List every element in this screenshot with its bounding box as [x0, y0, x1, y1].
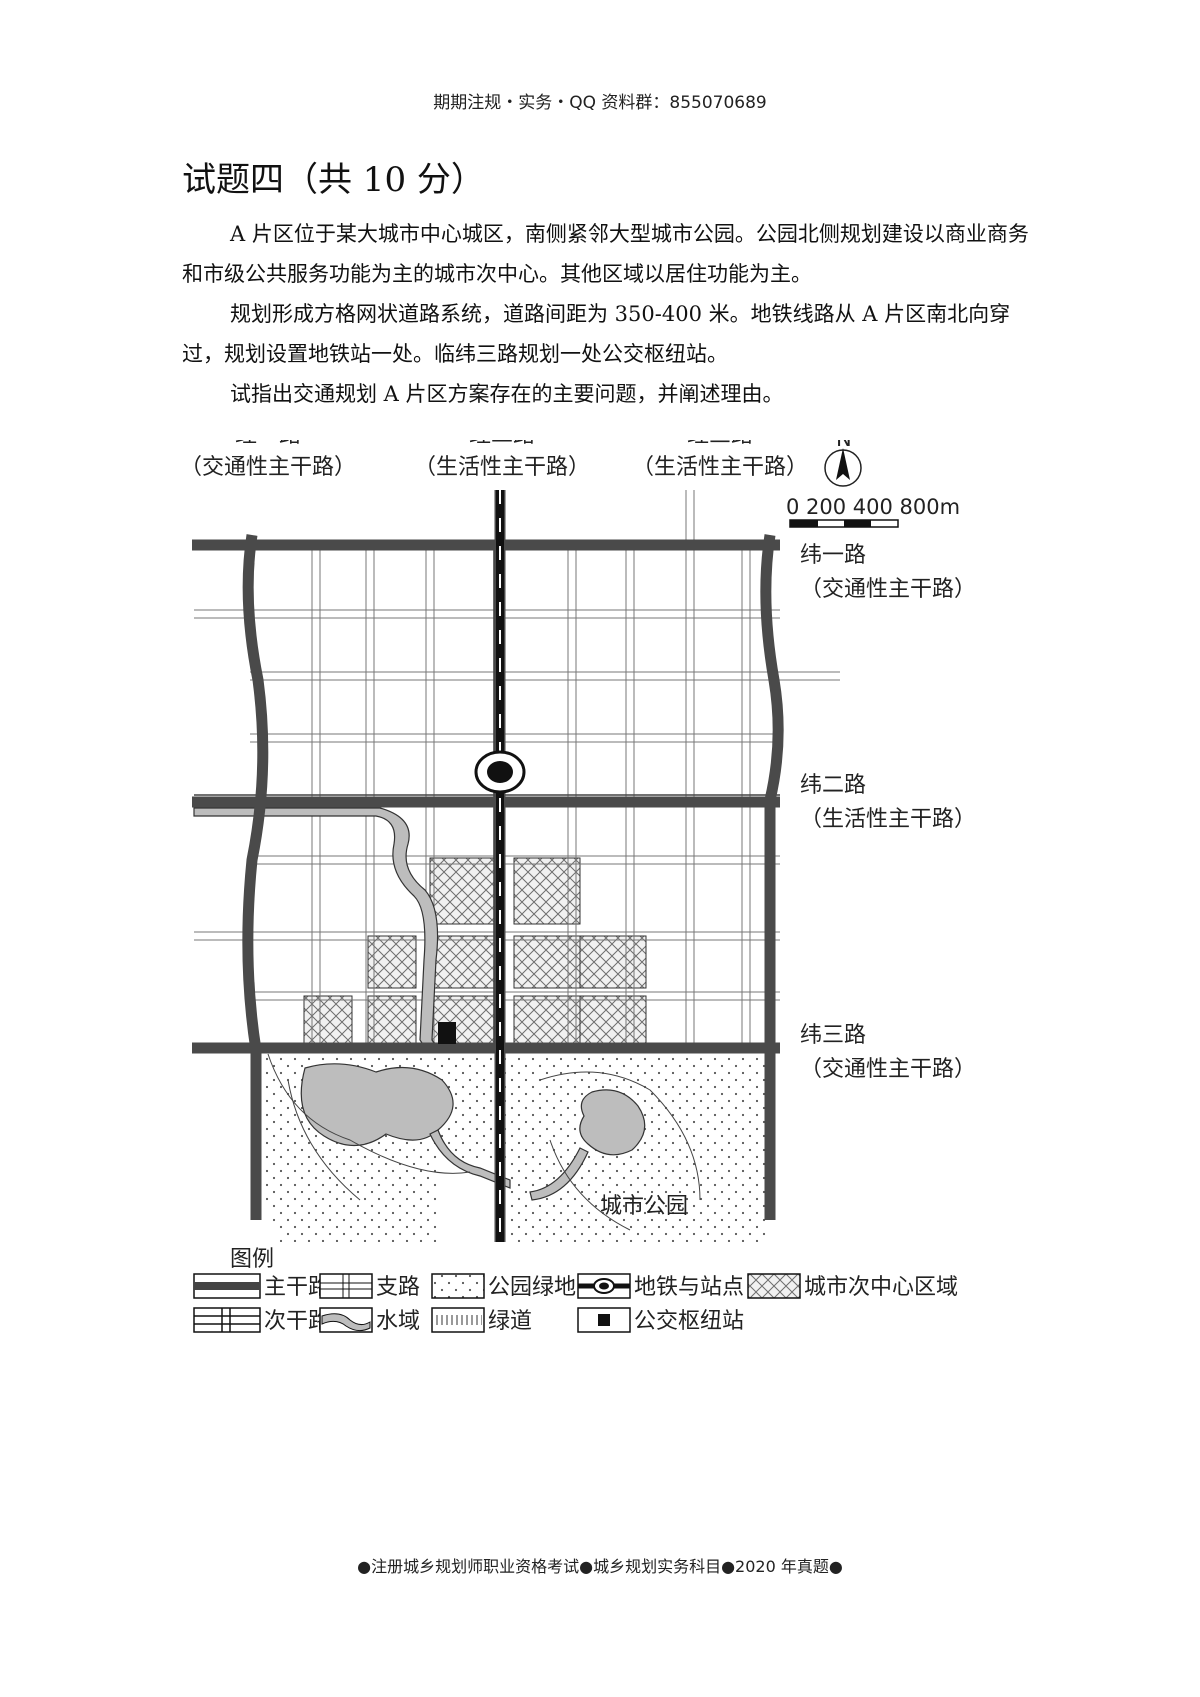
question-title: 试题四（共 10 分） [182, 160, 485, 200]
question-paragraph-2: 规划形成方格网状道路系统，道路间距为 350-400 米。地铁线路从 A 片区南… [182, 302, 1011, 366]
question-paragraph-1: A 片区位于某大城市中心城区，南侧紧邻大型城市公园。公园北侧规划建设以商业商务和… [182, 222, 1029, 286]
legend: 主干路 支路 公园绿地 地铁与站点 城市次中心区域 次干路 水域 绿道 公交枢纽… [193, 1273, 958, 1334]
park-label: 城市公园 [600, 1194, 688, 1219]
north-label: N [836, 440, 852, 451]
legend-subway: 地铁与站点 [634, 1275, 744, 1300]
legend-secondary-center: 城市次中心区域 [804, 1275, 958, 1300]
page-footer: ●注册城乡规划师职业资格考试●城乡规划实务科目●2020 年真题● [357, 1557, 843, 1576]
legend-secondary-road: 次干路 [264, 1309, 330, 1334]
legend-greenway: 绿道 [488, 1309, 532, 1334]
secondary-center-area [303, 857, 647, 1047]
road-label-jing3: 经三路 [687, 440, 753, 448]
legend-park: 公园绿地 [488, 1275, 576, 1300]
road-type-jing2: （生活性主干路） [414, 455, 590, 480]
road-type-jing1: （交通性主干路） [180, 455, 356, 480]
park-path [267, 1053, 701, 1231]
legend-bus-hub: 公交枢纽站 [634, 1309, 744, 1334]
legend-arterial: 主干路 [264, 1275, 330, 1300]
legend-water: 水域 [376, 1309, 420, 1334]
road-label-jing1: 经一路 [235, 440, 301, 448]
road-type-wei1: （交通性主干路） [800, 577, 976, 602]
road-label-jing2: 经二路 [469, 440, 535, 448]
legend-branch: 支路 [376, 1275, 420, 1300]
scale-label: 0 200 400 800m [786, 495, 960, 519]
legend-title: 图例 [230, 1247, 274, 1272]
bus-hub-station [438, 1022, 456, 1044]
planning-map: 经一路 （交通性主干路） 经二路 （生活性主干路） 经三路 （生活性主干路） 纬… [180, 440, 976, 1334]
north-arrow-icon [824, 448, 862, 487]
subway-station [474, 750, 526, 794]
scale-bar-icon [789, 519, 899, 528]
road-type-wei2: （生活性主干路） [800, 807, 976, 832]
page-header: 期期注规・实务・QQ 资料群：855070689 [433, 93, 767, 113]
road-label-wei3: 纬三路 [800, 1023, 866, 1048]
road-type-wei3: （交通性主干路） [800, 1057, 976, 1082]
road-type-jing3: （生活性主干路） [632, 455, 808, 480]
road-label-wei1: 纬一路 [800, 543, 866, 568]
question-paragraph-3: 试指出交通规划 A 片区方案存在的主要问题，并阐述理由。 [230, 382, 784, 406]
road-label-wei2: 纬二路 [800, 773, 866, 798]
water-body [193, 807, 646, 1201]
